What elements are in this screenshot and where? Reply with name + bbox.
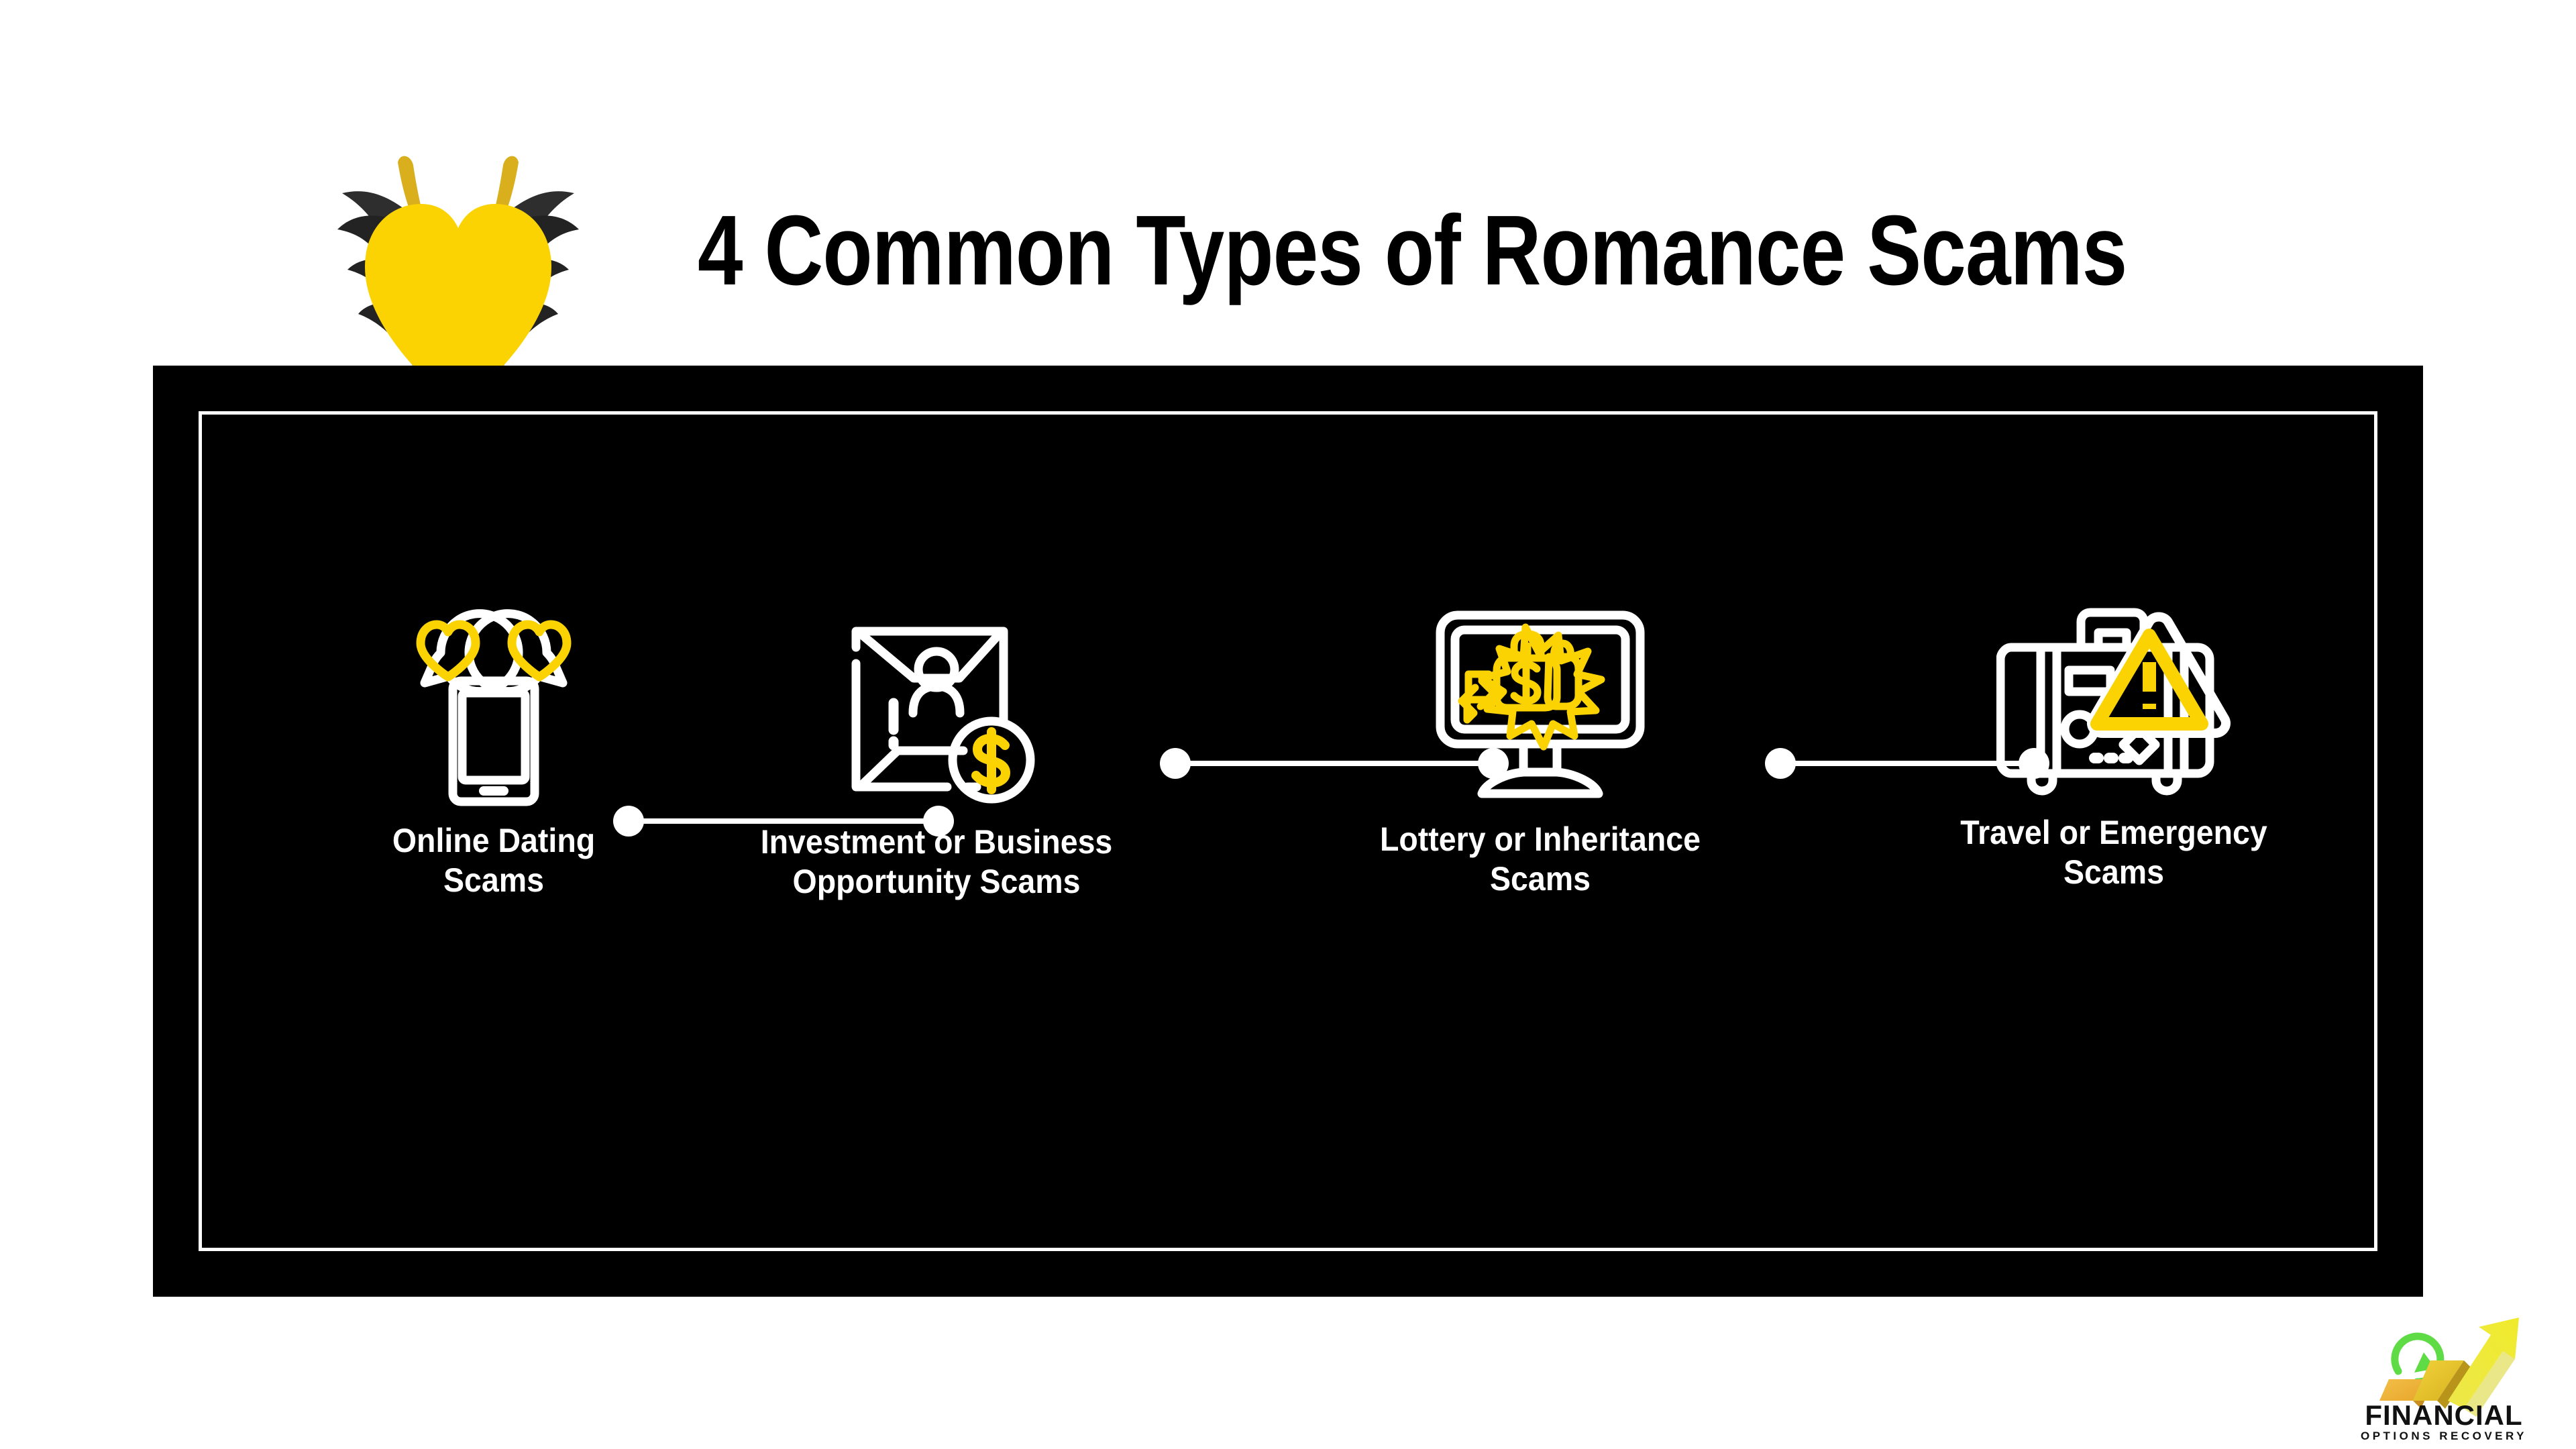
flow-node-lottery-inheritance[interactable]: Lottery or Inheritance Scams <box>1332 604 1748 899</box>
connector-dot-right <box>2019 748 2049 779</box>
brand-tagline: OPTIONS RECOVERY <box>2361 1430 2527 1442</box>
connector-dot-right <box>923 806 954 837</box>
header: 4 Common Types of Romance Scams <box>0 0 2576 408</box>
flow-connector-1-2 <box>613 806 954 837</box>
connector-bar <box>1175 761 1493 766</box>
connector-bar <box>629 818 938 824</box>
flow-node-caption: Lottery or Inheritance Scams <box>1379 820 1701 898</box>
brand-name: FINANCIAL <box>2365 1399 2522 1431</box>
panel-inner-border <box>199 411 2377 1251</box>
monitor-prize-money-bag-icon <box>1332 604 1748 809</box>
growth-arrow-icon <box>2448 1318 2519 1417</box>
scam-types-flow: Online Dating Scams <box>199 411 2377 1251</box>
flow-node-online-dating[interactable]: Online Dating Scams <box>306 599 682 900</box>
flow-node-caption: Travel or Emergency Scams <box>1960 814 2267 891</box>
brand-logo[interactable]: FINANCIAL OPTIONS RECOVERY <box>2323 1312 2565 1446</box>
flow-node-caption: Investment or Business Opportunity Scams <box>760 823 1113 900</box>
connector-dot-right <box>1478 748 1509 779</box>
flow-connector-3-4 <box>1765 748 2049 779</box>
content-panel: Online Dating Scams <box>153 366 2423 1297</box>
flow-node-investment-business[interactable]: Investment or Business Opportunity Scams <box>708 607 1165 902</box>
smartphone-chat-hearts-icon <box>306 599 682 810</box>
envelope-person-dollar-icon <box>708 607 1165 812</box>
growth-bars-icon <box>2379 1360 2472 1409</box>
connector-bar <box>1780 761 2034 766</box>
flow-node-caption: Online Dating Scams <box>392 822 596 899</box>
flow-connector-2-3 <box>1160 748 1509 779</box>
winged-devil-heart-icon <box>301 149 616 411</box>
page-title: 4 Common Types of Romance Scams <box>698 195 2127 306</box>
flow-node-travel-emergency[interactable]: Travel or Emergency Scams <box>1896 598 2332 892</box>
